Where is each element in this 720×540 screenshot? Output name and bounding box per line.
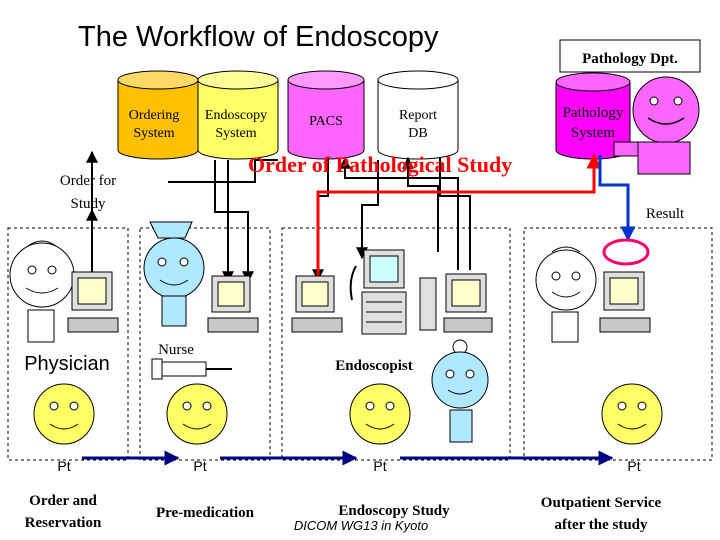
- order-pathological-label: Order of Pathological Study: [248, 152, 512, 177]
- patient-2: Pt: [166, 383, 228, 474]
- syringe-icon: [151, 358, 232, 380]
- db-report-label-2: DB: [408, 126, 427, 141]
- outpatient-physician-figure: [535, 246, 597, 343]
- db-report: Report DB: [377, 70, 459, 160]
- order-for-study-label-1: Order for: [60, 173, 116, 189]
- physician-figure: [9, 240, 75, 343]
- db-endoscopy-system: Endoscopy System: [197, 70, 279, 160]
- pathology-dept-label: Pathology Dpt.: [582, 51, 678, 67]
- db-pathology-system: Pathology System: [555, 72, 631, 160]
- computer-stage3-right: [419, 273, 493, 333]
- footer-text: DICOM WG13 in Kyoto: [294, 518, 428, 533]
- result-highlight-ring: [602, 238, 650, 266]
- computer-stage2: [207, 275, 259, 333]
- stage-4-caption-1: Outpatient Service: [541, 495, 662, 511]
- stage-4-caption-2: after the study: [554, 517, 648, 533]
- nurse-label: Nurse: [158, 342, 194, 358]
- endoscopist-label: Endoscopist: [335, 358, 413, 374]
- patient-2-label: Pt: [193, 458, 206, 474]
- stage-3-caption: Endoscopy Study: [338, 503, 450, 519]
- db-endoscopy-label-1: Endoscopy: [205, 108, 267, 123]
- stage-box-endoscopy: [281, 227, 511, 461]
- result-arrow: [598, 155, 636, 242]
- db-ordering-label-1: Ordering: [129, 108, 180, 123]
- result-label: Result: [646, 206, 685, 222]
- stage-box-premedication: [139, 227, 271, 461]
- db-pacs: PACS: [287, 70, 365, 160]
- computer-stage4: [599, 271, 651, 333]
- patient-3-label: Pt: [373, 458, 386, 474]
- computer-stage3-left: [291, 275, 343, 333]
- stage-box-order: [7, 227, 129, 461]
- patient-4: Pt: [601, 383, 663, 474]
- db-ordering-system: Ordering System: [117, 70, 199, 160]
- endoscope-unit-icon: [349, 249, 407, 335]
- page-title: The Workflow of Endoscopy: [78, 21, 439, 53]
- stage-1-caption-1: Order and: [29, 493, 97, 509]
- nurse-figure: [143, 221, 205, 327]
- pathology-order-arrow: [316, 153, 602, 286]
- patient-1-label: Pt: [57, 458, 70, 474]
- db-report-label-1: Report: [399, 108, 437, 123]
- physician-label: Physician: [24, 353, 110, 375]
- computer-stage1: [67, 271, 119, 333]
- order-for-study-label-2: Study: [70, 196, 106, 212]
- db-pathology-label-2: System: [571, 125, 616, 141]
- endoscopist-figure: [431, 339, 489, 443]
- pathology-dept-box: [559, 39, 701, 73]
- db-pathology-label-1: Pathology: [563, 105, 624, 121]
- patient-3: Pt: [349, 383, 411, 474]
- db-pacs-label: PACS: [309, 114, 343, 129]
- patient-1: Pt: [33, 383, 95, 474]
- db-endoscopy-label-2: System: [215, 126, 256, 141]
- pathologist-figure: [613, 76, 700, 175]
- stage-1-caption-2: Reservation: [25, 515, 102, 531]
- stage-2-caption: Pre-medication: [156, 505, 255, 521]
- patient-4-label: Pt: [627, 458, 640, 474]
- db-ordering-label-2: System: [133, 126, 174, 141]
